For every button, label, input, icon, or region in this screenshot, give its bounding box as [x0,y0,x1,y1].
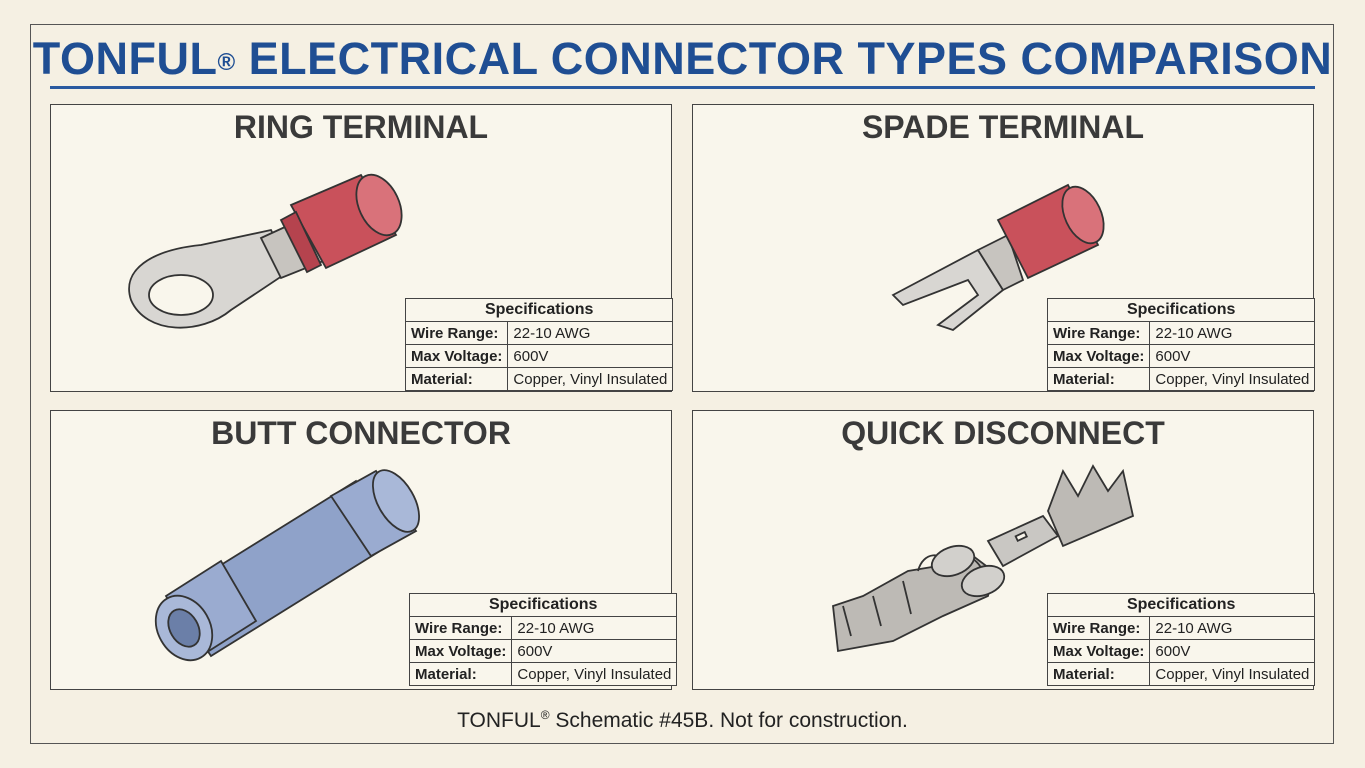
panel-spade-terminal: SPADE TERMINAL Specifications Wire Range… [692,104,1316,392]
max-voltage-value: 600V [1149,639,1316,663]
panel-title: QUICK DISCONNECT [841,415,1165,451]
max-voltage-value: 600V [507,344,674,368]
panel-title: SPADE TERMINAL [861,109,1145,145]
wire-range-label: Wire Range: [1046,321,1151,345]
quick-disconnect-icon [832,464,1135,653]
wire-range-label: Wire Range: [408,616,513,640]
max-voltage-label: Max Voltage: [404,344,509,368]
max-voltage-label: Max Voltage: [1046,344,1151,368]
wire-range-value: 22-10 AWG [1149,616,1316,640]
specs-table: Specifications Wire Range:22-10 AWG Max … [1046,298,1316,391]
ring-insulation [279,173,403,274]
max-voltage-value: 600V [1149,344,1316,368]
panel-title: RING TERMINAL [233,109,489,145]
butt-connector-icon [154,469,420,662]
specs-header: Specifications [404,298,674,322]
specs-header: Specifications [1046,298,1316,322]
specs-table: Specifications Wire Range:22-10 AWG Max … [1046,593,1316,686]
material-label: Material: [1046,662,1151,686]
wire-range-value: 22-10 AWG [1149,321,1316,345]
material-value: Copper, Vinyl Insulated [511,662,678,686]
panel-butt-connector: BUTT CONNECTOR Specifications Wire Range… [50,410,678,690]
wire-range-label: Wire Range: [404,321,509,345]
max-voltage-label: Max Voltage: [1046,639,1151,663]
title-underline [50,86,1315,89]
material-label: Material: [1046,367,1151,391]
panel-quick-disconnect: QUICK DISCONNECT Specifications Wire Ran… [692,410,1316,690]
specs-table: Specifications Wire Range:22-10 AWG Max … [404,298,674,391]
spade-terminal-icon [891,183,1105,332]
panel-ring-terminal: RING TERMINAL Specifications Wire Range:… [50,104,674,392]
specs-table: Specifications Wire Range:22-10 AWG Max … [408,593,678,686]
wire-range-value: 22-10 AWG [507,321,674,345]
material-value: Copper, Vinyl Insulated [1149,367,1316,391]
material-value: Copper, Vinyl Insulated [1149,662,1316,686]
material-value: Copper, Vinyl Insulated [507,367,674,391]
drawing-sheet-border [30,24,1334,744]
ring-terminal-icon [128,173,403,329]
footer-disclaimer: TONFUL® Schematic #45B. Not for construc… [457,708,908,732]
specs-header: Specifications [408,593,678,617]
specs-header: Specifications [1046,593,1316,617]
wire-range-value: 22-10 AWG [511,616,678,640]
page-title: TONFUL® ELECTRICAL CONNECTOR TYPES COMPA… [32,33,1333,84]
wire-range-label: Wire Range: [1046,616,1151,640]
material-label: Material: [408,662,513,686]
material-label: Material: [404,367,509,391]
max-voltage-label: Max Voltage: [408,639,513,663]
panel-title: BUTT CONNECTOR [211,415,511,451]
max-voltage-value: 600V [511,639,678,663]
